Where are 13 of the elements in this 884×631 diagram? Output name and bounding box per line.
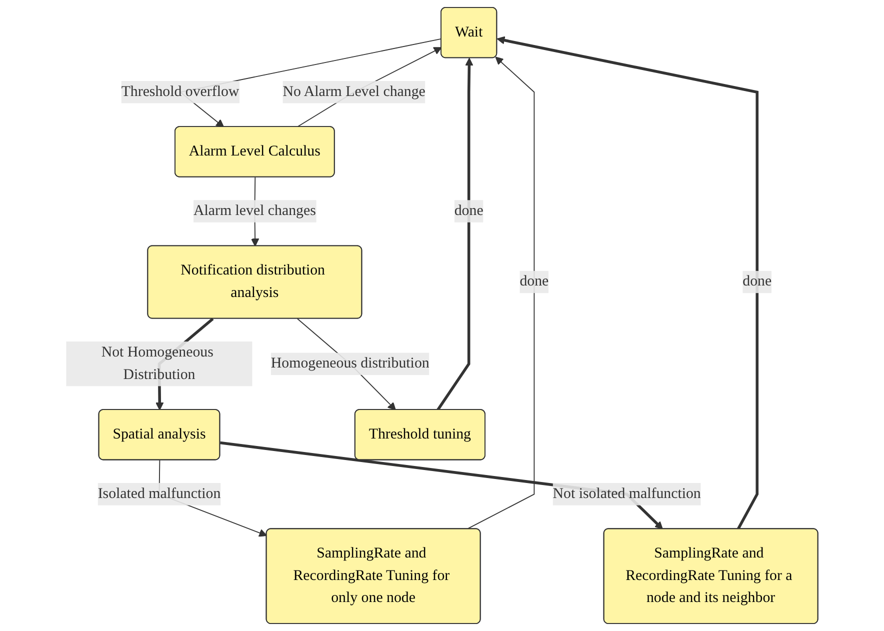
edge-label: done xyxy=(454,202,484,219)
arrow xyxy=(466,56,535,530)
arrow xyxy=(436,58,474,411)
edge-label: Homogeneous distribution xyxy=(270,356,430,372)
edge-label: Threshold overflow xyxy=(121,84,240,100)
edge-label: Not isolated malfunction xyxy=(552,486,701,502)
edge-label: Alarm level changes xyxy=(193,202,316,219)
edge-label: done xyxy=(742,274,772,290)
edge-label: done xyxy=(520,274,549,290)
edge-label: Not Homogeneous Distribution xyxy=(101,344,214,383)
edge-label: Isolated malfunction xyxy=(98,486,221,502)
arrow xyxy=(496,36,759,530)
edge-label: No Alarm Level change xyxy=(282,84,426,100)
